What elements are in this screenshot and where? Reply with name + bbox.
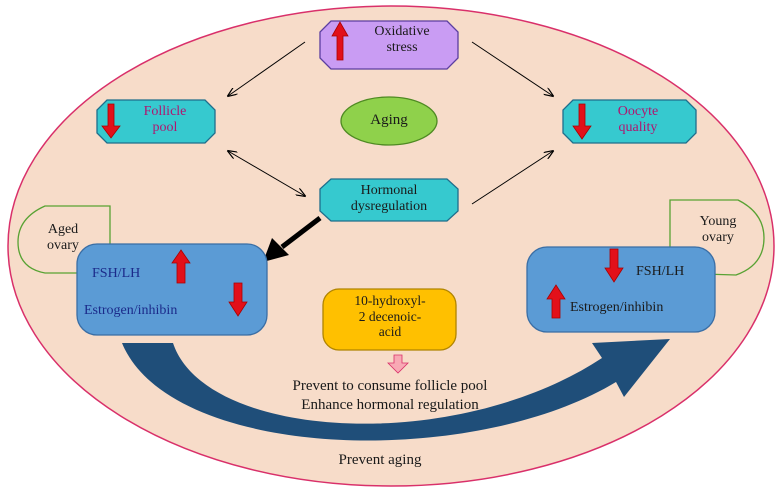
young-hormone-box — [526, 246, 716, 333]
effects-line-2: Enhance hormonal regulation — [301, 397, 479, 413]
decenoic-acid-node — [322, 288, 457, 351]
follicle-pool-label: Follicle pool — [143, 104, 187, 136]
arrow-oxidative-to-follicle — [228, 41, 306, 96]
arrow-hormonal-to-oocyte — [471, 151, 553, 205]
young-fsh-lh-label: FSH/LH — [636, 264, 685, 279]
oxidative-stress-label: Oxidative stress — [374, 24, 430, 56]
aged-estrogen-label: Estrogen/inhibin — [84, 303, 178, 318]
follicle-down-icon — [101, 103, 121, 139]
young-estrogen-label: Estrogen/inhibin — [570, 300, 664, 315]
prevent-aging-label: Prevent aging — [338, 452, 422, 468]
oocyte-down-icon — [572, 103, 592, 140]
arrow-follicle-hormonal — [228, 151, 305, 196]
oxidative-stress-node — [319, 20, 459, 70]
hormonal-dysregulation-node — [319, 178, 459, 222]
aged-ovary-label: Aged ovary — [47, 222, 79, 254]
decenoic-acid-label: 10-hydroxyl- 2 decenoic- acid — [354, 293, 426, 340]
aged-hormone-box — [76, 243, 268, 336]
aged-fsh-up-icon — [171, 249, 191, 284]
young-ovary-label: Young ovary — [699, 214, 737, 246]
aging-label: Aging — [370, 112, 408, 128]
aging-node — [340, 96, 438, 146]
oocyte-quality-label: Oocyte quality — [617, 104, 659, 136]
young-estrogen-up-icon — [546, 284, 566, 319]
aged-ovary-outline — [17, 205, 111, 274]
oocyte-quality-node — [562, 99, 697, 144]
arrow-oxidative-to-oocyte — [471, 41, 553, 96]
oxidative-up-icon — [331, 21, 349, 61]
big-curved-arrow — [122, 339, 670, 441]
young-fsh-down-icon — [604, 248, 624, 283]
thick-arrow-hormonal-to-aged — [263, 216, 322, 262]
decenoic-down-icon — [387, 354, 409, 374]
young-ovary-outline — [669, 199, 765, 276]
aged-fsh-lh-label: FSH/LH — [92, 266, 141, 281]
aged-estrogen-down-icon — [228, 282, 248, 317]
hormonal-dysregulation-label: Hormonal dysregulation — [350, 183, 428, 215]
follicle-pool-node — [96, 99, 216, 144]
effects-line-1: Prevent to consume follicle pool — [292, 378, 488, 394]
